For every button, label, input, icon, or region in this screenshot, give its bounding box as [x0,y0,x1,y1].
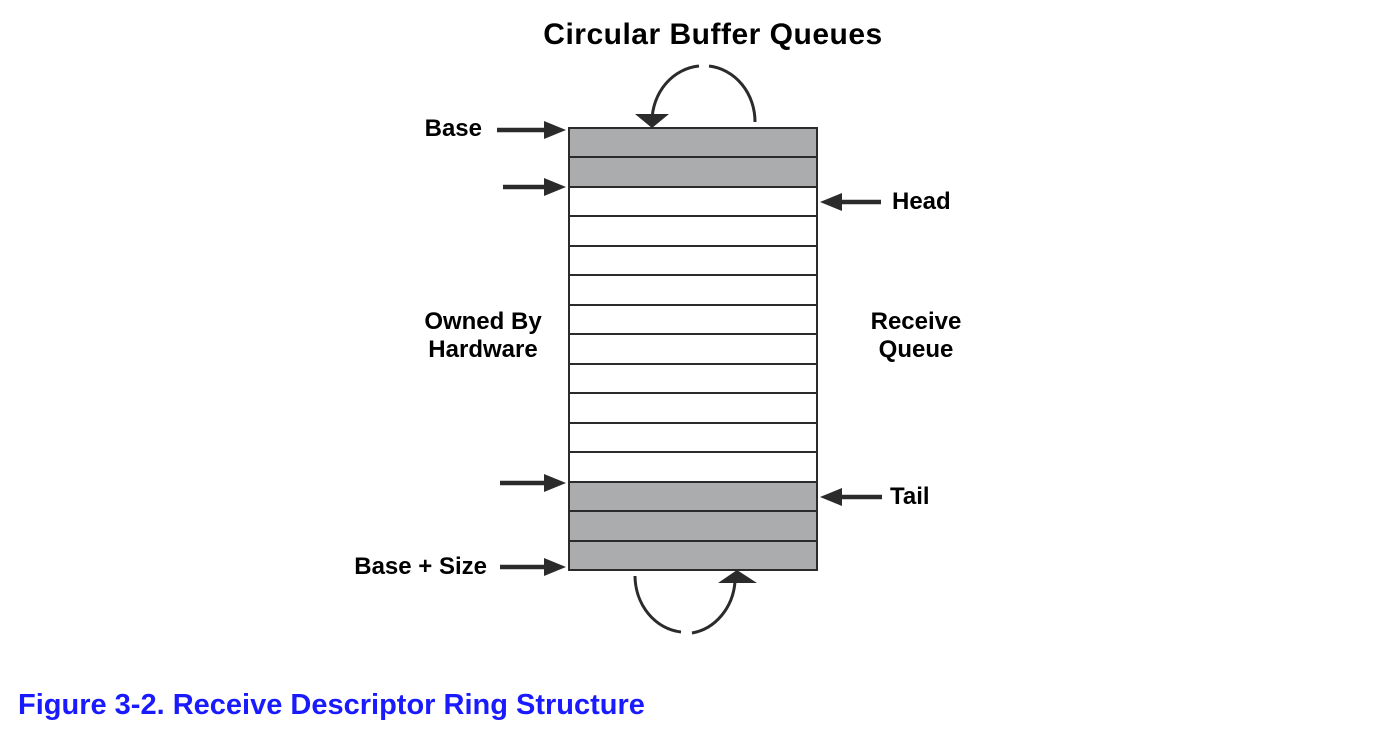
ring-slot-gray [570,482,816,513]
ring-slot-white [570,217,816,247]
tail-label: Tail [890,483,930,510]
owned-region-top-arrow [503,178,566,196]
owned-region-bottom-arrow [500,474,566,492]
ring-slot-white [570,276,816,306]
bottom-wrap-arc [633,570,757,635]
ring-slot-white [570,423,816,454]
base-plus-size-pointer-arrow [500,558,566,576]
base-plus-size-label: Base + Size [354,553,487,580]
descriptor-ring [568,127,818,571]
tail-pointer-arrow [820,488,882,506]
top-wrap-arrowhead-icon [635,114,669,128]
owned-by-hardware-label: Owned By Hardware [383,308,583,364]
ring-slot-white [570,364,816,395]
receive-queue-line1: Receive [870,308,962,335]
ring-slot-white [570,187,816,218]
receive-queue-line2: Queue [878,336,954,363]
figure-caption: Figure 3-2. Receive Descriptor Ring Stru… [18,689,645,721]
top-wrap-arc [635,64,757,128]
receive-queue-label: Receive Queue [816,308,1016,364]
ring-slot-gray [570,129,816,159]
base-label: Base [424,115,482,142]
base-pointer-arrow [497,121,566,139]
figure-title: Circular Buffer Queues [543,18,883,51]
ring-slot-white [570,394,816,424]
ring-slot-gray [570,541,816,570]
bottom-wrap-arrowhead-icon [718,570,757,583]
head-label: Head [892,188,951,215]
ring-slot-gray [570,158,816,188]
ring-slot-white [570,335,816,365]
ring-slot-white [570,246,816,277]
ring-slot-white [570,453,816,483]
ring-slot-white [570,305,816,336]
head-pointer-arrow [820,193,881,211]
owned-by-hardware-line2: Hardware [428,336,538,363]
ring-slot-gray [570,512,816,542]
owned-by-hardware-line1: Owned By [424,308,542,335]
